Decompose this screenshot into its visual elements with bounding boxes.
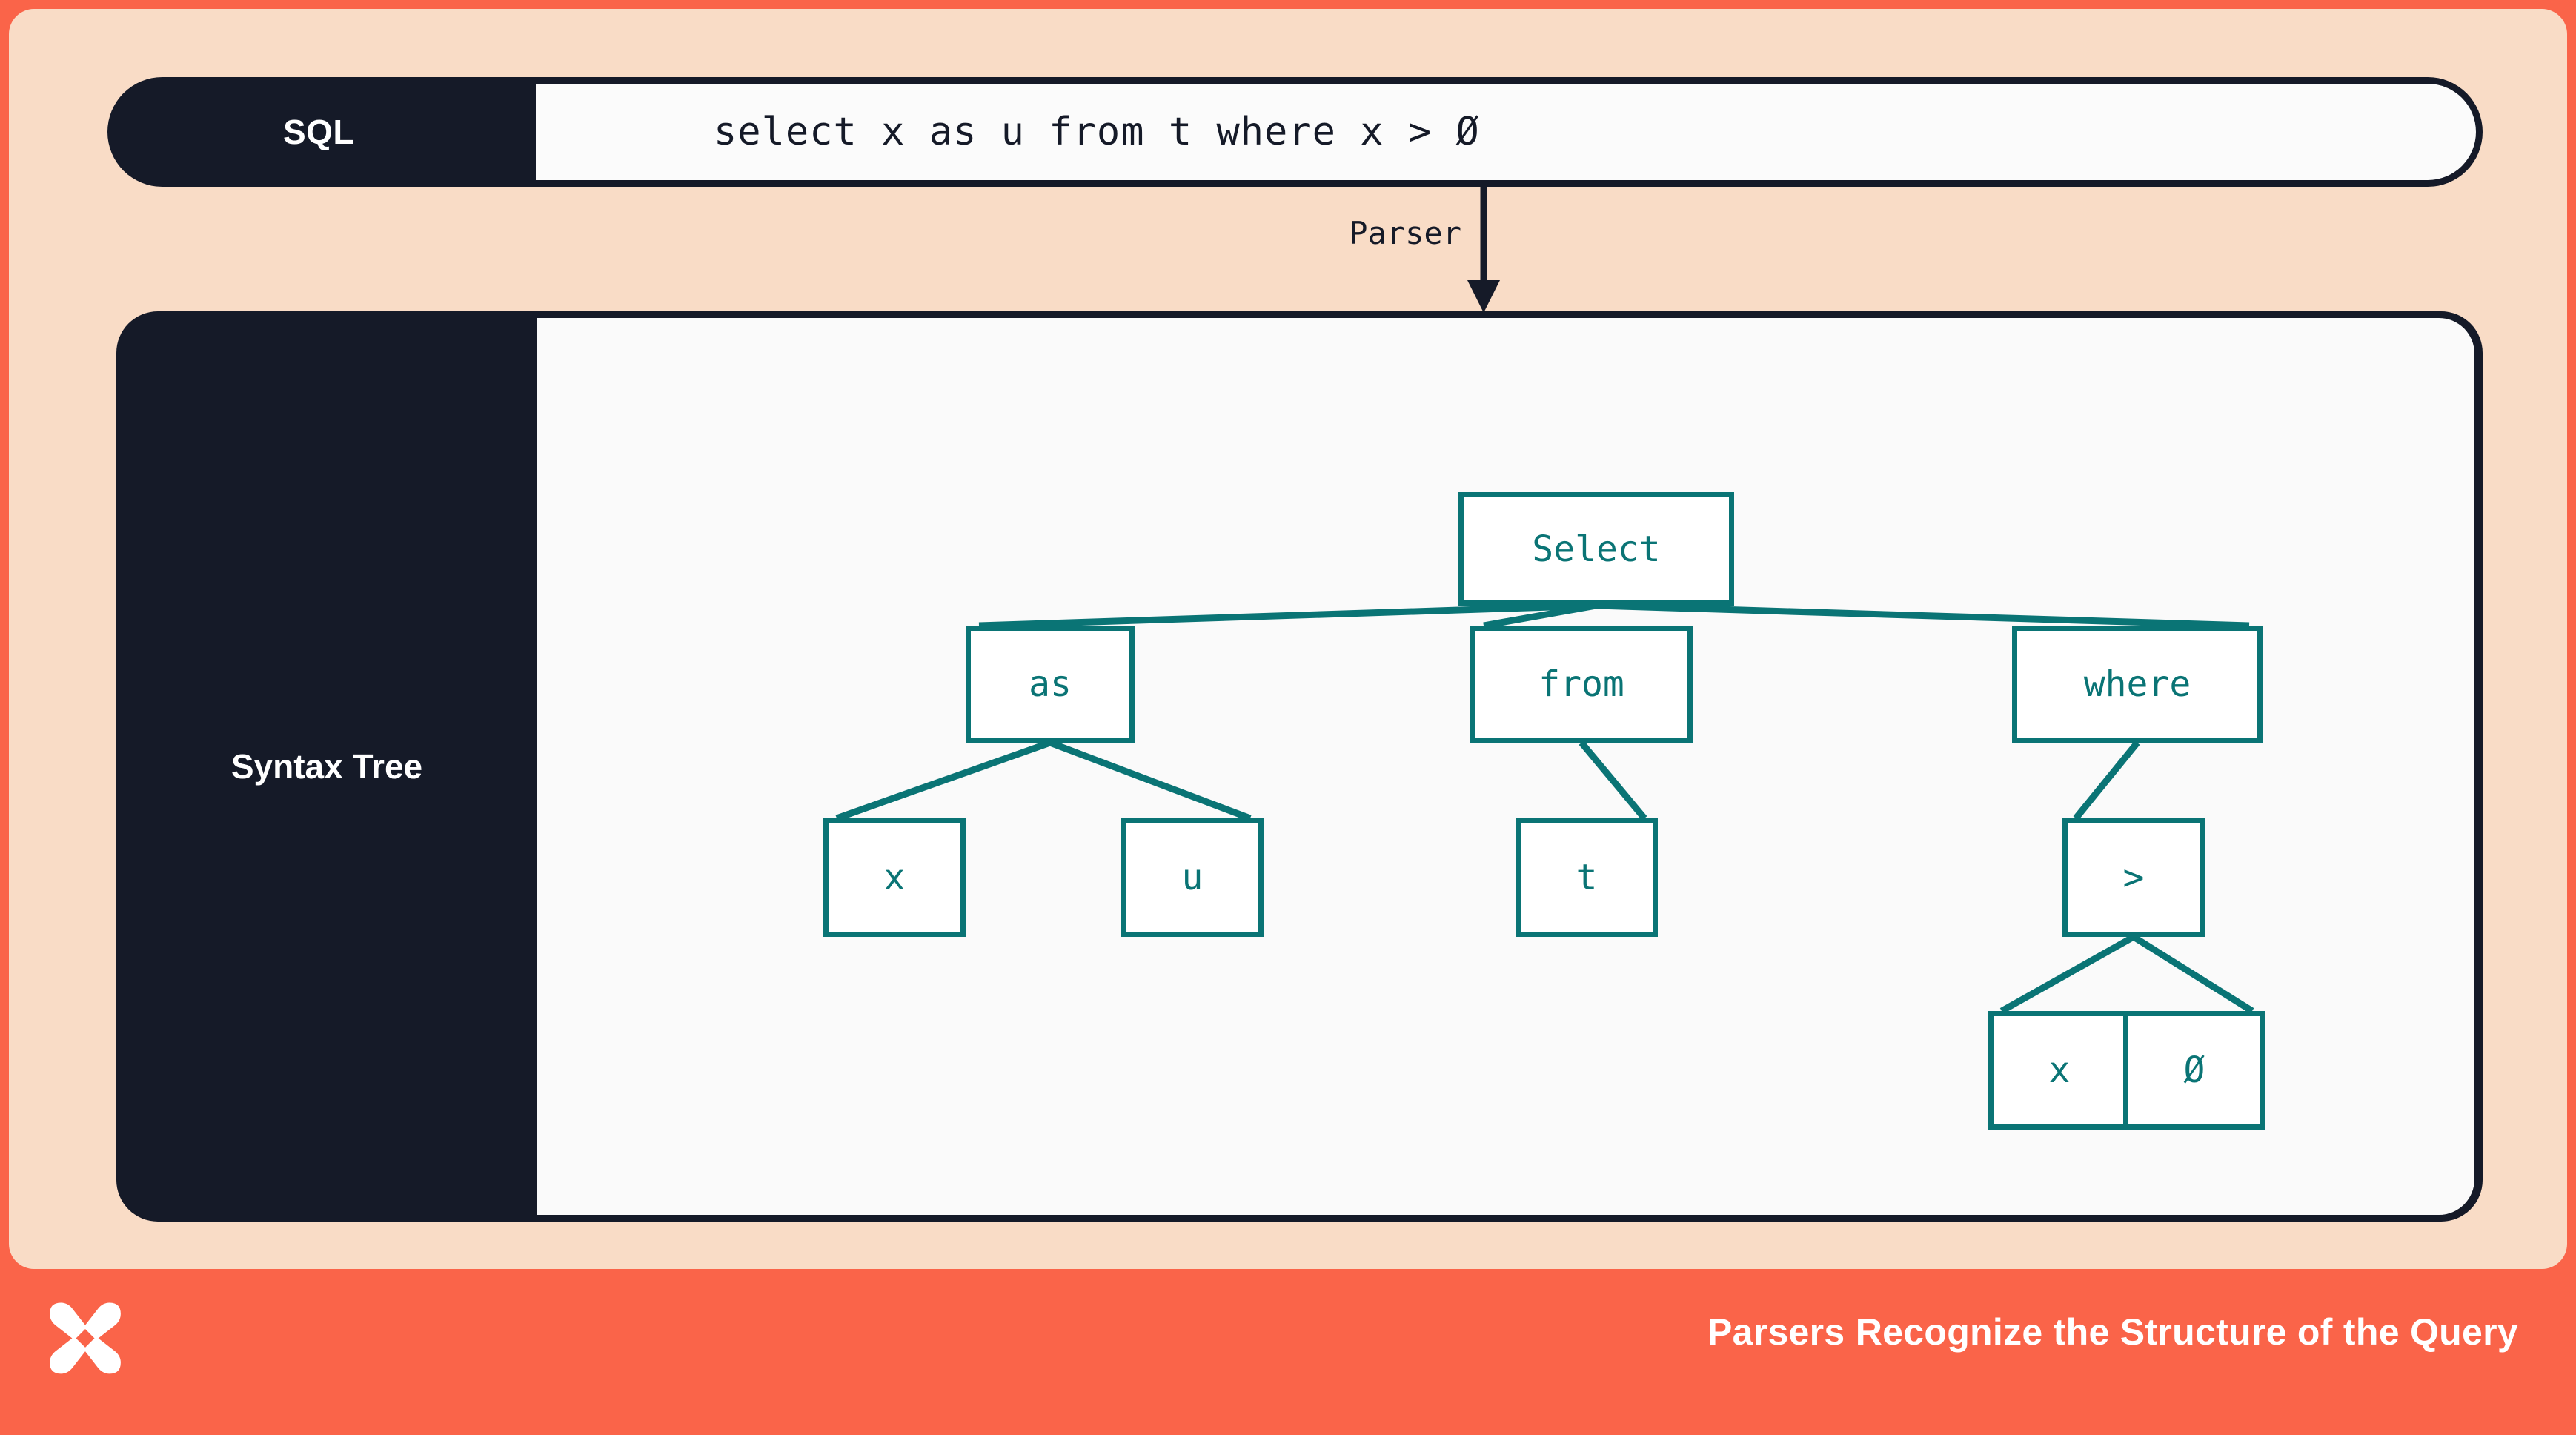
- tree-edge: [1049, 739, 1252, 822]
- tree-node-x2[interactable]: x: [1988, 1011, 2131, 1130]
- tree-edge: [1999, 934, 2136, 1014]
- tree-node-label: t: [1576, 857, 1598, 898]
- tree-node-x1[interactable]: x: [823, 818, 966, 937]
- down-arrow-icon: [1467, 185, 1500, 313]
- tree-node-label: x: [883, 857, 906, 898]
- footer-caption: Parsers Recognize the Structure of the Q…: [1707, 1311, 2518, 1353]
- tree-edge: [1579, 740, 1647, 821]
- tree-edge: [1596, 602, 2250, 629]
- tree-node-label: >: [2122, 857, 2145, 898]
- tree-node-u[interactable]: u: [1121, 818, 1264, 937]
- tree-node-where[interactable]: where: [2012, 626, 2263, 743]
- sql-row: SQL select x as u from t where x > Ø: [107, 77, 2483, 187]
- tree-node-label: as: [1029, 663, 1072, 705]
- syntax-tree-label: Syntax Tree: [230, 747, 423, 786]
- tree-node-gt[interactable]: >: [2062, 818, 2205, 937]
- tree-edge: [978, 602, 1597, 629]
- tree-node-select[interactable]: Select: [1458, 492, 1734, 606]
- tree-node-from[interactable]: from: [1470, 626, 1693, 743]
- parser-label: Parser: [1349, 215, 1461, 251]
- footer-bar: Parsers Recognize the Structure of the Q…: [0, 1269, 2576, 1435]
- tree-edge: [2131, 934, 2254, 1014]
- tree-node-label: where: [2083, 663, 2191, 705]
- sql-row-label: SQL: [282, 113, 355, 151]
- tree-node-t[interactable]: t: [1516, 818, 1658, 937]
- tree-edge: [835, 739, 1052, 822]
- content-panel: SQL select x as u from t where x > Ø Par…: [9, 9, 2567, 1269]
- butterfly-x-logo-icon: [50, 1302, 121, 1374]
- tree-node-label: u: [1181, 857, 1204, 898]
- tree-node-label: Select: [1532, 528, 1661, 570]
- tree-edges: [835, 602, 2254, 1014]
- tree-node-as[interactable]: as: [966, 626, 1135, 743]
- parser-transform: Parser: [1298, 185, 1610, 314]
- tree-node-zero[interactable]: Ø: [2123, 1011, 2265, 1130]
- sql-query-text: select x as u from t where x > Ø: [714, 110, 1480, 154]
- tree-node-label: from: [1538, 663, 1624, 705]
- sql-query-field[interactable]: select x as u from t where x > Ø: [536, 84, 2476, 180]
- tree-edge: [1483, 602, 1597, 629]
- tree-edge: [2073, 740, 2140, 821]
- tree-node-label: x: [2048, 1050, 2071, 1091]
- tree-node-label: Ø: [2183, 1050, 2205, 1091]
